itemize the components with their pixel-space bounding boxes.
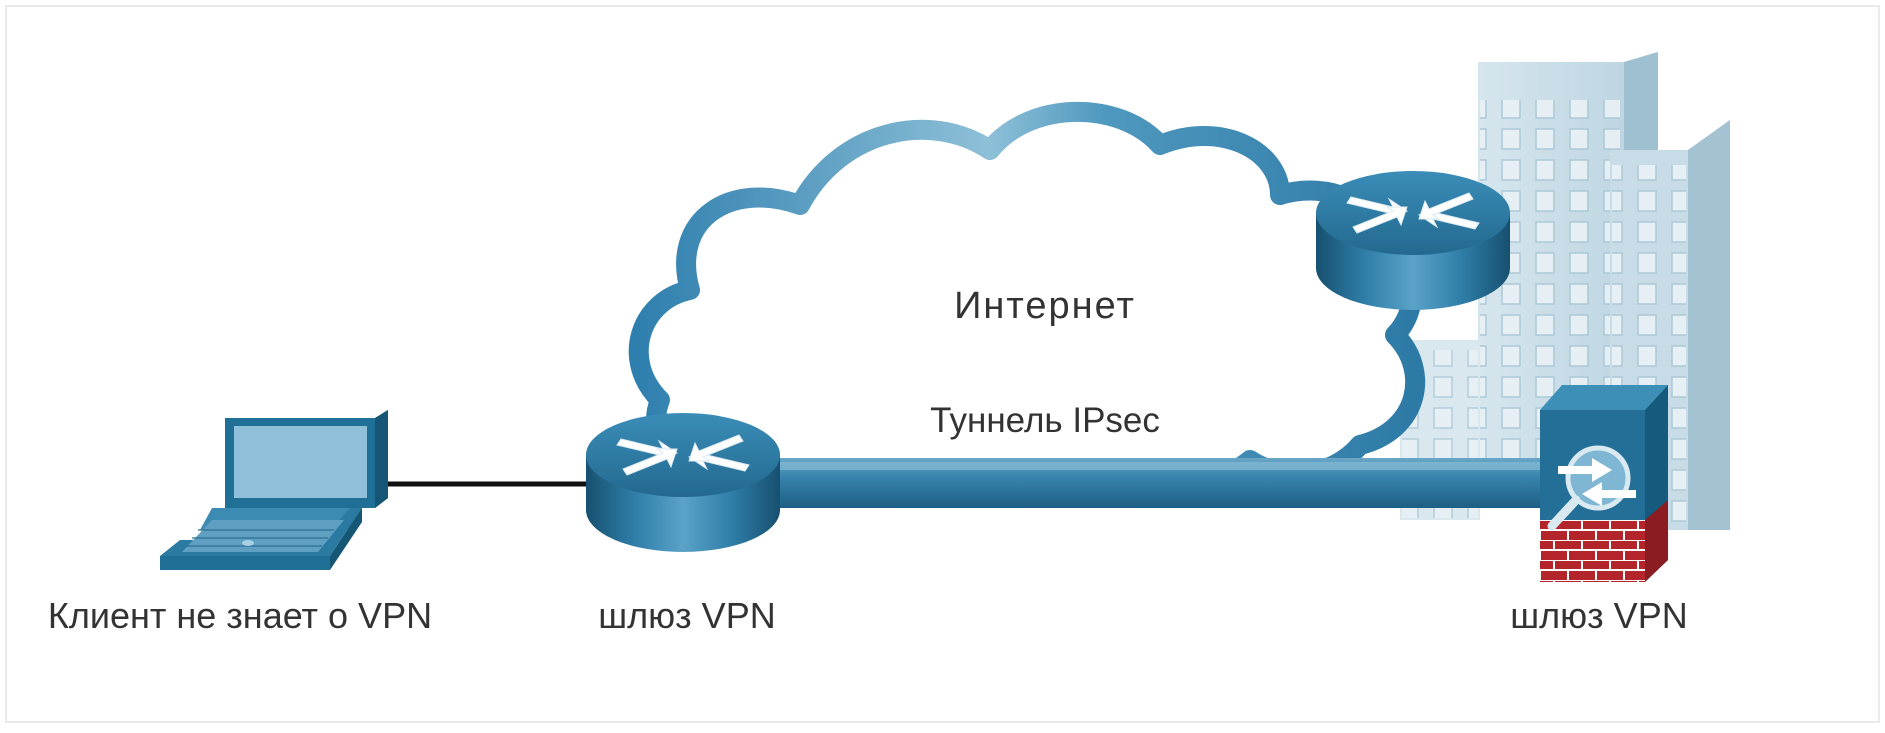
gateway-right-label: шлюз VPN	[1510, 595, 1687, 636]
router-icon	[586, 413, 780, 552]
internet-label: Интернет	[954, 285, 1136, 327]
client-label: Клиент не знает о VPN	[48, 595, 432, 636]
router-icon	[1316, 171, 1510, 310]
ipsec-tunnel	[770, 458, 1550, 508]
tunnel-label: Туннель IPsec	[930, 401, 1160, 440]
laptop-icon	[160, 410, 388, 570]
gateway-left-label: шлюз VPN	[598, 595, 775, 636]
firewall-icon	[1540, 385, 1668, 582]
